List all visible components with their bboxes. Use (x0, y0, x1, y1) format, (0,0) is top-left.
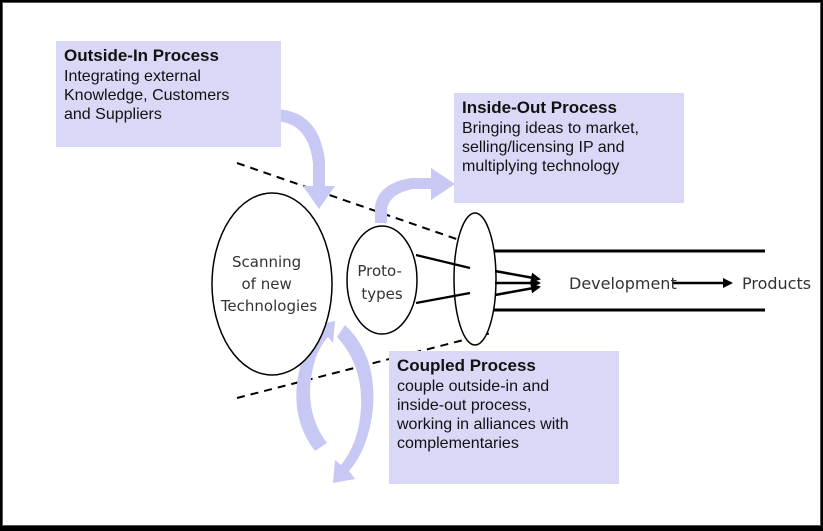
prototypes-ellipse (346, 225, 418, 335)
inside-out-line: Bringing ideas to market, (462, 120, 639, 137)
outside-in-arrow (273, 109, 335, 209)
coupled-line: working in alliances with (397, 416, 569, 433)
funnel-upper-dashed-line (236, 162, 492, 252)
inside-out-arrow (375, 168, 455, 223)
outside-in-line: Integrating external (64, 68, 201, 85)
outside-in-title: Outside-In Process (64, 46, 219, 65)
inside-out-line: selling/licensing IP and (462, 139, 625, 156)
selection-ellipse (453, 212, 497, 346)
proto-line-lower (415, 291, 471, 305)
scanning-label: Scanning of new Technologies (220, 253, 318, 315)
coupled-cycle-right-arrow (333, 325, 374, 483)
coupled-line: complementaries (397, 435, 519, 452)
development-label: Development (569, 274, 677, 293)
dev-arrow-1 (494, 269, 541, 283)
funnel-diagram: Scanning of new Technologies Proto- type… (211, 109, 811, 483)
coupled-box: Coupled Process couple outside-in and in… (389, 351, 619, 484)
inside-out-line: multiplying technology (462, 158, 620, 175)
dev-arrow-3 (494, 283, 541, 297)
inside-out-title: Inside-Out Process (462, 98, 617, 117)
scanning-ellipse (211, 192, 333, 376)
outside-in-line: and Suppliers (64, 106, 162, 123)
proto-line-upper (415, 253, 471, 270)
coupled-title: Coupled Process (397, 356, 536, 375)
outside-in-line: Knowledge, Customers (64, 87, 230, 104)
coupled-line: couple outside-in and (397, 378, 550, 395)
outside-in-box: Outside-In Process Integrating external … (56, 41, 281, 147)
products-label: Products (742, 274, 811, 293)
prototypes-label: Proto- types (357, 262, 406, 303)
inside-out-box: Inside-Out Process Bringing ideas to mar… (454, 93, 684, 203)
coupled-line: inside-out process, (397, 397, 532, 414)
